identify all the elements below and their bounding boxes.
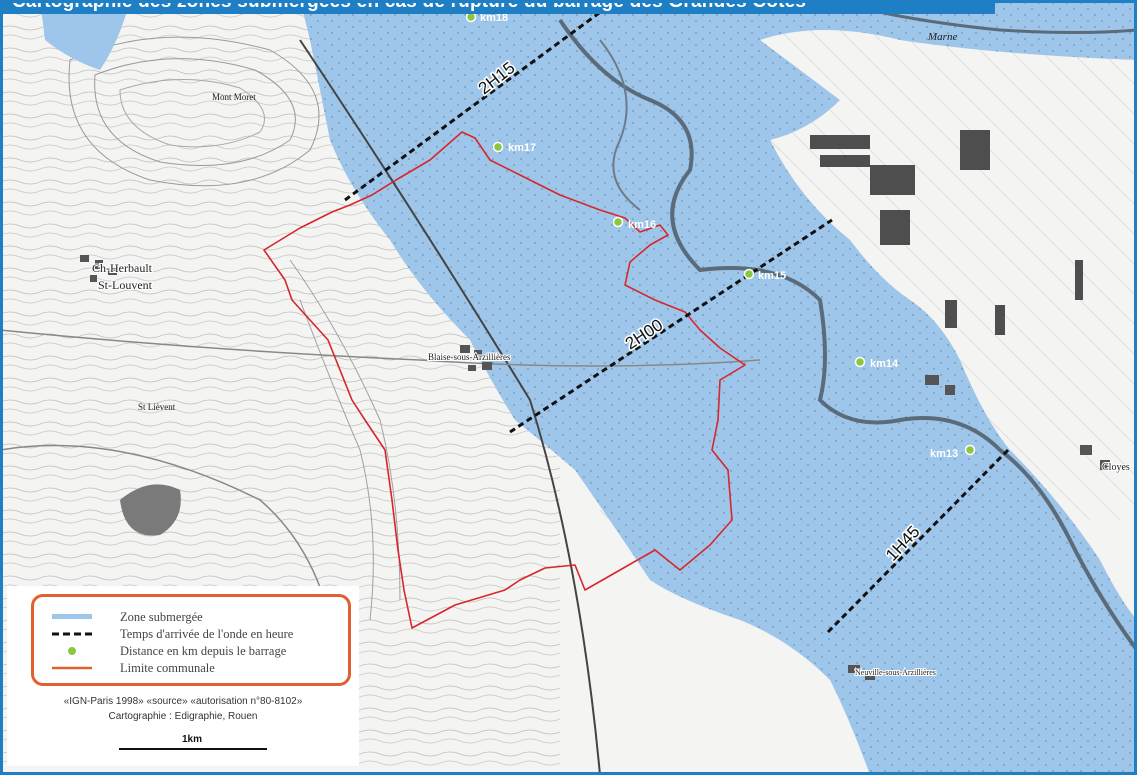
place-name: Blaise-sous-Arzillières <box>428 352 511 362</box>
industrial-buildings <box>810 130 1083 335</box>
place-name: Cloyes <box>1102 462 1130 473</box>
river-marne <box>558 18 1137 652</box>
town-blaise <box>460 345 492 371</box>
town-herbault <box>80 255 117 282</box>
km-marker-13: km13 <box>930 444 976 460</box>
legend-label: Zone submergée <box>120 610 203 624</box>
road <box>0 329 761 367</box>
km-marker-18: km18 <box>465 11 508 24</box>
hill-contour <box>94 58 296 166</box>
legend-panel: Zone submergée Temps d'arrivée de l'onde… <box>7 586 359 766</box>
km-label: km17 <box>508 142 536 154</box>
legend-item-distance: Distance en km depuis le barrage <box>34 643 352 659</box>
legend-label: Temps d'arrivée de l'onde en heure <box>120 627 294 641</box>
arrival-line-2h00 <box>509 218 833 434</box>
km-label: km16 <box>628 219 656 231</box>
legend-box: Zone submergée Temps d'arrivée de l'onde… <box>31 594 351 686</box>
hill-contour <box>299 299 374 621</box>
hill-contour <box>68 36 320 187</box>
town-east <box>848 375 1110 680</box>
scale-bar <box>119 748 267 750</box>
railway <box>299 39 601 775</box>
scale-label: 1km <box>182 734 203 745</box>
place-name: St-Louvent <box>98 278 153 292</box>
dashed-line-icon <box>52 632 92 636</box>
hill-contour <box>119 79 265 148</box>
place-name: St Lièvent <box>138 402 176 412</box>
title-banner: Cartographie des zones submergées en cas… <box>0 0 995 14</box>
flood-zone-left <box>40 0 130 70</box>
hill-contour <box>289 259 401 601</box>
legend-item-arrival-time: Temps d'arrivée de l'onde en heure <box>34 626 352 642</box>
km-marker-16: km16 <box>612 216 656 231</box>
legend-item-flood: Zone submergée <box>34 609 352 625</box>
place-name: Mont Moret <box>212 92 256 102</box>
arrival-line-2h15 <box>344 3 611 202</box>
place-name: Neuville-sous-Arzillières <box>855 668 936 677</box>
green-dot-icon <box>68 647 76 655</box>
km-marker-14: km14 <box>854 356 899 370</box>
legend-label: Distance en km depuis le barrage <box>120 644 287 658</box>
river-channel <box>599 39 641 211</box>
place-name: Ch-Herbault <box>92 261 153 275</box>
map-title: Cartographie des zones submergées en cas… <box>12 0 807 12</box>
commune-limit <box>263 131 746 629</box>
arrival-line-1h45 <box>826 446 1012 634</box>
legend-label: Limite communale <box>120 661 215 675</box>
legend-item-commune-limit: Limite communale <box>34 660 352 676</box>
lake <box>120 484 181 536</box>
place-name: Marne <box>927 31 957 43</box>
km-label: km14 <box>870 358 899 370</box>
flood-swatch-icon <box>52 614 92 619</box>
credit-line: Cartographie : Edigraphie, Rouen <box>108 711 258 722</box>
km-label: km15 <box>758 270 786 282</box>
credit-line: «IGN-Paris 1998» «source» «autorisation … <box>63 696 303 707</box>
red-line-icon <box>52 666 92 670</box>
km-marker-17: km17 <box>492 141 536 154</box>
km-label: km18 <box>480 12 508 24</box>
flood-dots <box>300 0 1137 775</box>
km-label: km13 <box>930 448 958 460</box>
km-marker-15: km15 <box>743 268 786 282</box>
